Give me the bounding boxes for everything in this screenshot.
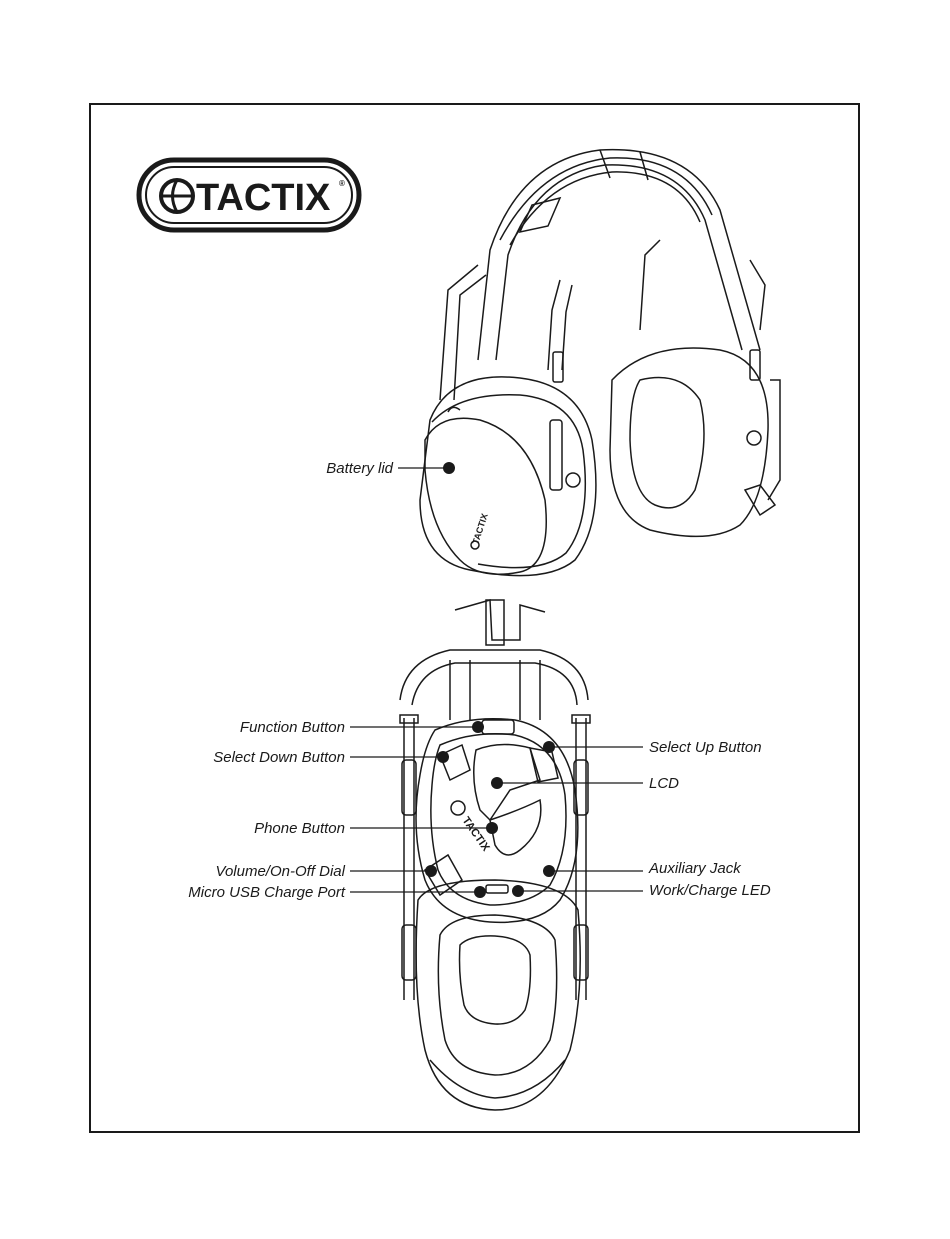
callout-function-button: Function Button — [240, 719, 484, 736]
tactix-logo: TACTIX ® — [139, 160, 359, 230]
cup-brand-text: TACTIX — [470, 512, 489, 545]
dot-volume-dial — [425, 865, 437, 877]
registered-mark: ® — [339, 179, 345, 188]
dot-battery-lid — [443, 462, 455, 474]
label-auxiliary-jack: Auxiliary Jack — [648, 860, 742, 877]
label-select-down-button: Select Down Button — [213, 749, 345, 766]
callout-lcd: LCD — [491, 775, 679, 792]
label-function-button: Function Button — [240, 719, 345, 736]
label-volume-dial: Volume/On-Off Dial — [216, 863, 346, 880]
dot-micro-usb — [474, 886, 486, 898]
callout-micro-usb: Micro USB Charge Port — [188, 884, 486, 901]
label-select-up-button: Select Up Button — [649, 739, 762, 756]
globe-icon — [161, 180, 193, 212]
label-lcd: LCD — [649, 775, 679, 792]
headset-side-view: TACTIX — [400, 600, 590, 1110]
side-brand-text: TACTIX — [460, 815, 493, 854]
dot-function-button — [472, 721, 484, 733]
logo-wordmark: TACTIX — [196, 177, 331, 219]
label-micro-usb: Micro USB Charge Port — [188, 884, 346, 901]
label-phone-button: Phone Button — [254, 820, 345, 837]
dot-phone-button — [486, 822, 498, 834]
headset-perspective-view: TACTIX — [420, 150, 780, 576]
label-battery-lid: Battery lid — [326, 460, 393, 477]
label-work-charge-led: Work/Charge LED — [649, 882, 771, 899]
dot-select-down-button — [437, 751, 449, 763]
callout-battery-lid: Battery lid — [326, 460, 455, 477]
